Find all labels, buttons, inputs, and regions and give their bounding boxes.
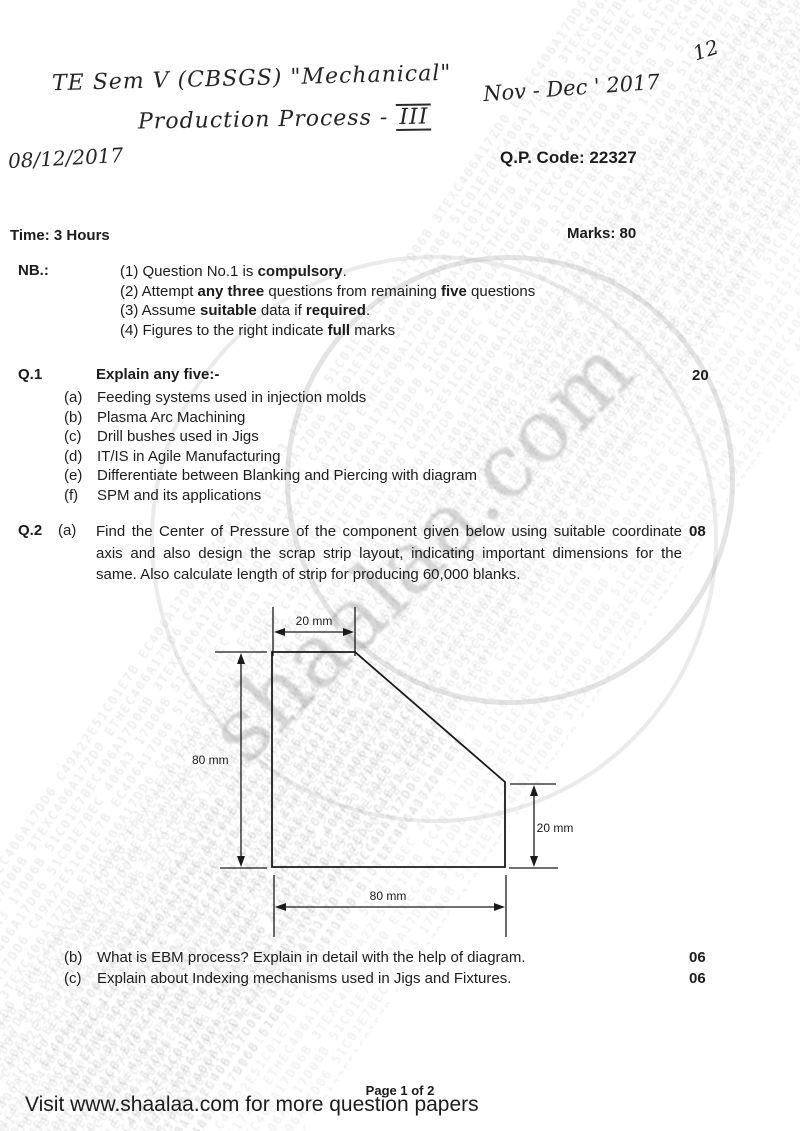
component-diagram: 20 mm 80 mm 20 mm 80 mm — [192, 607, 574, 937]
dim-bottom-label: 80 mm — [370, 889, 407, 903]
nb-label: NB.: — [18, 262, 49, 279]
nb-item-4: (4) Figures to the right indicate full m… — [120, 321, 396, 339]
total-marks: Marks: 80 — [567, 225, 637, 242]
q1-number: Q.1 — [18, 366, 43, 383]
nb-item-3: (3) Assume suitable data if required. — [120, 302, 371, 319]
nb-instructions: (1) Question No.1 is compulsory. (2) Att… — [120, 262, 535, 340]
nb-item-1: (1) Question No.1 is compulsory. — [120, 263, 347, 280]
dim-top-label: 20 mm — [296, 614, 333, 628]
q2b-row: (b)What is EBM process? Explain in detai… — [64, 949, 526, 966]
component-outline — [271, 651, 506, 868]
q1-item-a: (a)Feeding systems used in injection mol… — [64, 389, 367, 406]
dimension-arrowheads — [237, 628, 538, 911]
subject-prefix: Production Process - — [137, 105, 389, 135]
q2a-marks: 08 — [689, 523, 706, 540]
q1-item-b: (b)Plasma Arc Machining — [64, 409, 246, 426]
handwritten-subject-title: Production Process - III — [138, 103, 432, 135]
subject-roman-numeral: III — [396, 103, 432, 132]
visit-shaalaa-text: Visit www.shaalaa.com for more question … — [25, 1093, 479, 1116]
handwritten-exam-date: 08/12/2017 — [7, 142, 124, 174]
dim-left-label: 80 mm — [192, 753, 229, 767]
q1-marks: 20 — [692, 367, 709, 384]
handwritten-course-title: TE Sem V (CBSGS) "Mechanical" — [51, 60, 452, 97]
qp-code: Q.P. Code: 22327 — [500, 148, 637, 167]
time-allowed: Time: 3 Hours — [10, 227, 110, 244]
q2b-marks: 06 — [689, 949, 706, 966]
handwritten-exam-session: Nov - Dec ' 2017 — [482, 69, 661, 107]
q2c-marks: 06 — [689, 970, 706, 987]
q1-item-e: (e)Differentiate between Blanking and Pi… — [64, 467, 477, 484]
dim-right-label: 20 mm — [537, 821, 574, 835]
watermark-ring-outer — [150, 255, 718, 823]
q2a-label: (a) — [58, 522, 77, 539]
q1-item-f: (f)SPM and its applications — [64, 487, 262, 504]
q2-number: Q.2 — [18, 522, 43, 539]
handwritten-corner-mark: 12 — [689, 34, 722, 66]
nb-item-2: (2) Attempt any three questions from rem… — [120, 282, 536, 300]
q1-item-c: (c)Drill bushes used in Jigs — [64, 428, 259, 445]
q1-item-d: (d)IT/IS in Agile Manufacturing — [64, 448, 281, 465]
page-indicator: Page 1 of 2 — [365, 1083, 435, 1098]
q1-heading: Explain any five:- — [96, 366, 220, 383]
q2c-row: (c)Explain about Indexing mechanisms use… — [64, 970, 512, 987]
q2a-text: Find the Center of Pressure of the compo… — [96, 523, 682, 583]
